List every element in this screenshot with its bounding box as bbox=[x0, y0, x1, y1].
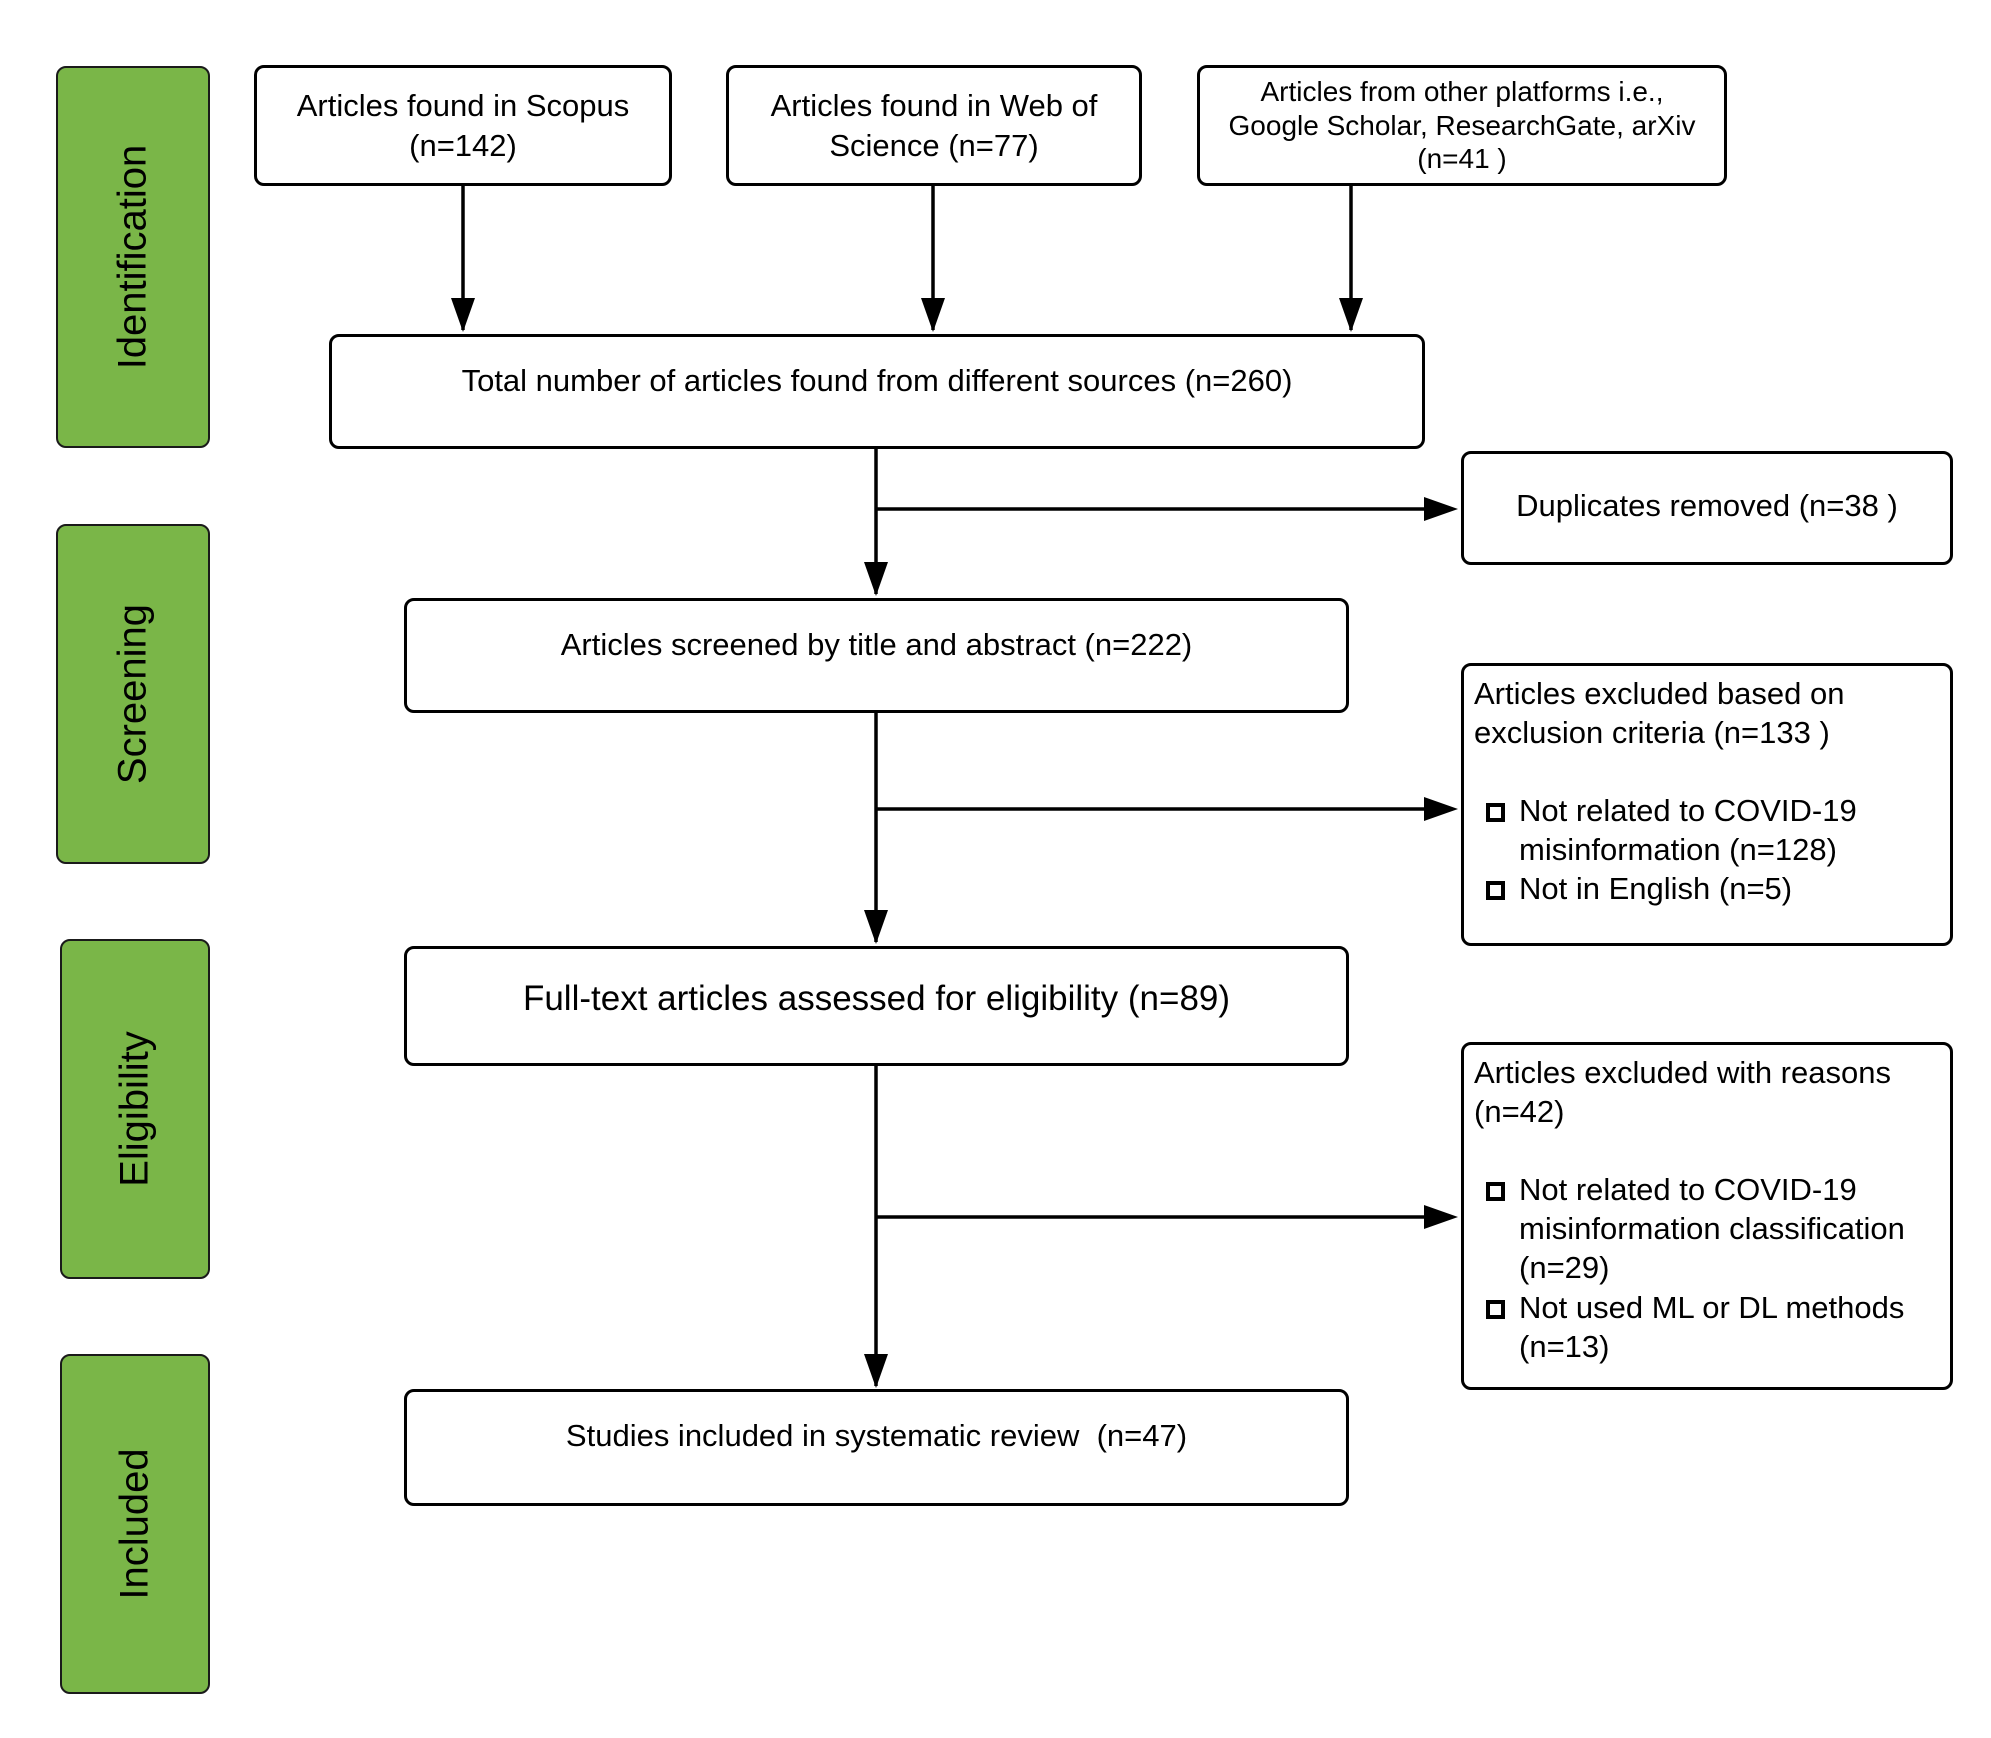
arrowhead bbox=[1424, 797, 1458, 821]
excluded-reasons-item-1-line-1: Not related to COVID-19 bbox=[1519, 1171, 1857, 1207]
arrowhead bbox=[1424, 1205, 1458, 1229]
square-bullet-icon bbox=[1486, 802, 1505, 822]
excluded-reasons-item: Not used ML or DL methods (n=13) bbox=[1474, 1288, 1904, 1367]
phase-identification-label: Identification bbox=[110, 144, 155, 370]
arrowhead bbox=[451, 298, 475, 332]
box-included-text: Studies included in systematic review (n… bbox=[565, 1418, 1188, 1453]
box-web-of-science: Articles found in Web of Science (n=77) bbox=[726, 65, 1142, 186]
box-scopus: Articles found in Scopus (n=142) bbox=[254, 65, 672, 186]
arrowhead bbox=[1424, 497, 1458, 521]
excluded-reasons-item-1-line-3: (n=29) bbox=[1519, 1250, 1610, 1286]
phase-screening-label: Screening bbox=[110, 603, 155, 785]
phase-eligibility-label: Eligibility bbox=[112, 1031, 157, 1187]
box-fulltext-text: Full-text articles assessed for eligibil… bbox=[522, 979, 1231, 1018]
box-wos-line-1: Articles found in Web of bbox=[770, 88, 1098, 124]
box-screened-text: Articles screened by title and abstract … bbox=[560, 627, 1193, 662]
arrowhead bbox=[864, 910, 888, 944]
phase-eligibility: Eligibility bbox=[60, 939, 210, 1279]
phase-included: Included bbox=[60, 1354, 210, 1694]
square-bullet-icon bbox=[1486, 881, 1505, 901]
box-studies-included: Studies included in systematic review (n… bbox=[404, 1389, 1349, 1506]
arrowhead bbox=[864, 1354, 888, 1388]
excluded-criteria-title-2: exclusion criteria (n=133 ) bbox=[1474, 715, 1830, 751]
excluded-criteria-item-1-line-2: misinformation (n=128) bbox=[1519, 832, 1837, 868]
excluded-criteria-title-1: Articles excluded based on bbox=[1474, 676, 1845, 711]
box-excluded-reasons: Articles excluded with reasons (n=42) No… bbox=[1461, 1042, 1953, 1390]
box-scopus-line-2: (n=142) bbox=[409, 127, 517, 163]
excluded-criteria-item: Not in English (n=5) bbox=[1474, 869, 1792, 908]
excluded-criteria-item: Not related to COVID-19 misinformation (… bbox=[1474, 791, 1857, 870]
box-other-line-2: Google Scholar, ResearchGate, arXiv bbox=[1228, 109, 1696, 141]
box-duplicates-removed: Duplicates removed (n=38 ) bbox=[1461, 451, 1953, 565]
excluded-reasons-item-1-line-2: misinformation classification bbox=[1519, 1211, 1905, 1247]
excluded-criteria-item-2-line-1: Not in English (n=5) bbox=[1519, 871, 1793, 907]
excluded-criteria-item-1-line-1: Not related to COVID-19 bbox=[1519, 792, 1857, 828]
arrowhead bbox=[921, 298, 945, 332]
box-wos-line-2: Science (n=77) bbox=[829, 127, 1039, 163]
excluded-criteria-item-text: Not related to COVID-19 misinformation (… bbox=[1519, 791, 1857, 870]
excluded-reasons-item: Not related to COVID-19 misinformation c… bbox=[1474, 1170, 1905, 1288]
box-other-line-1: Articles from other platforms i.e., bbox=[1260, 76, 1664, 108]
box-excluded-criteria: Articles excluded based on exclusion cri… bbox=[1461, 663, 1953, 946]
phase-included-label: Included bbox=[112, 1448, 157, 1600]
box-screened: Articles screened by title and abstract … bbox=[404, 598, 1349, 713]
box-total-text: Total number of articles found from diff… bbox=[461, 363, 1293, 398]
excluded-reasons-item-2-line-1: Not used ML or DL methods bbox=[1519, 1289, 1905, 1325]
arrowhead bbox=[1339, 298, 1363, 332]
excluded-reasons-item-text: Not related to COVID-19 misinformation c… bbox=[1519, 1170, 1905, 1288]
square-bullet-icon bbox=[1486, 1299, 1505, 1319]
arrowhead bbox=[864, 562, 888, 596]
phase-screening: Screening bbox=[56, 524, 210, 864]
box-other-platforms: Articles from other platforms i.e., Goog… bbox=[1197, 65, 1727, 186]
excluded-reasons-item-text: Not used ML or DL methods (n=13) bbox=[1519, 1288, 1904, 1367]
excluded-criteria-item-text: Not in English (n=5) bbox=[1519, 869, 1792, 908]
box-scopus-line-1: Articles found in Scopus bbox=[296, 88, 630, 124]
box-duplicates-text: Duplicates removed (n=38 ) bbox=[1516, 488, 1898, 523]
phase-identification: Identification bbox=[56, 66, 210, 448]
excluded-reasons-title-1: Articles excluded with reasons bbox=[1474, 1055, 1891, 1090]
box-other-line-3: (n=41 ) bbox=[1417, 143, 1507, 175]
box-full-text-assessed: Full-text articles assessed for eligibil… bbox=[404, 946, 1349, 1066]
box-total-articles: Total number of articles found from diff… bbox=[329, 334, 1425, 449]
square-bullet-icon bbox=[1486, 1181, 1505, 1201]
excluded-reasons-title-2: (n=42) bbox=[1474, 1094, 1565, 1130]
excluded-reasons-item-2-line-2: (n=13) bbox=[1519, 1329, 1610, 1365]
